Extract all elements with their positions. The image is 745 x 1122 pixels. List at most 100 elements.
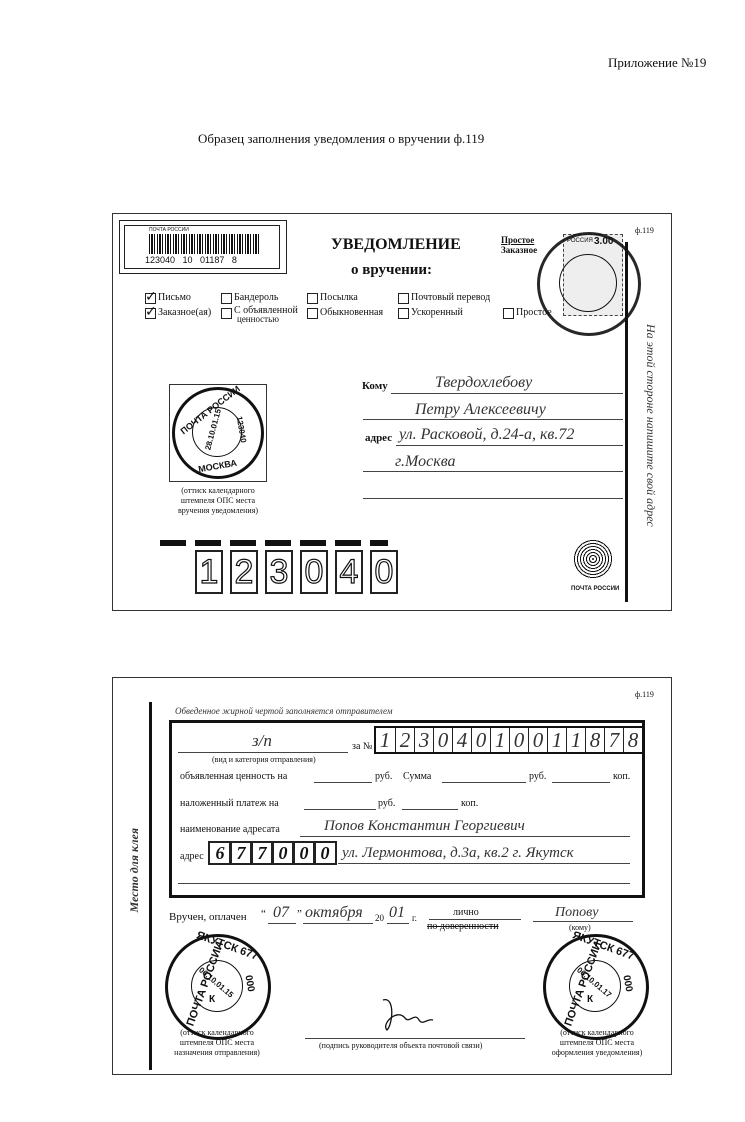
postal-logo-icon — [573, 539, 613, 579]
label-printed-matter: Бандероль — [234, 292, 279, 303]
right-postmark — [543, 934, 649, 1040]
right-caption-1: (оттиск календарного — [560, 1028, 634, 1037]
zip-digit-cell[interactable]: 7 — [229, 841, 253, 865]
front-card: ф.119 ПОЧТА РОССИИ 123040 10 01187 8 УВЕ… — [112, 213, 672, 611]
barcode-frame: ПОЧТА РОССИИ 123040 10 01187 8 — [119, 220, 287, 274]
address-line-2 — [363, 471, 623, 472]
number-digit-cell[interactable]: 8 — [623, 728, 642, 752]
address-value-2[interactable]: г.Москва — [395, 453, 456, 470]
number-digit-cell[interactable]: 0 — [433, 728, 452, 752]
zip-digit-cell[interactable]: 0 — [271, 841, 295, 865]
zip-digit-cell[interactable]: 0 — [313, 841, 337, 865]
label-package: Посылка — [320, 292, 358, 303]
rub-1: руб. — [375, 771, 393, 782]
number-digit-cell[interactable]: 3 — [414, 728, 433, 752]
number-digit-cell[interactable]: 7 — [604, 728, 623, 752]
checkbox-letter[interactable]: ✓ — [145, 289, 157, 305]
number-digit-cell[interactable]: 1 — [490, 728, 509, 752]
zip-digit-cell[interactable]: 0 — [292, 841, 316, 865]
kop-2: коп. — [461, 798, 479, 809]
address-value-1[interactable]: ул. Расковой, д.24-а, кв.72 — [399, 426, 575, 443]
to-value-2[interactable]: Петру Алексеевичу — [415, 401, 546, 418]
sum-line[interactable] — [442, 782, 526, 783]
personally-label: лично — [453, 907, 479, 918]
checkbox-simple[interactable] — [503, 308, 514, 319]
declared-value-line[interactable] — [314, 782, 372, 783]
left-caption-3: назначения отправления) — [174, 1048, 260, 1057]
right-caption-3: оформления уведомления) — [551, 1048, 643, 1057]
check-icon: ✓ — [145, 289, 157, 305]
checkbox-ordinary[interactable] — [307, 308, 318, 319]
to-line-2 — [363, 419, 623, 420]
back-address-value[interactable]: ул. Лермонтова, д.3а, кв.2 г. Якутск — [342, 845, 574, 861]
delivered-label: Вручен, оплачен — [169, 911, 247, 923]
quote-open: “ — [261, 908, 266, 920]
item-kind-value[interactable]: з/п — [252, 731, 272, 750]
to-value-1[interactable]: Твердохлебову — [435, 374, 533, 391]
number-digit-cell[interactable]: 0 — [528, 728, 547, 752]
calendar-stamp — [172, 387, 264, 479]
number-digit-cell[interactable]: 1 — [566, 728, 585, 752]
sender-frame: з/п (вид и категория отправления) за № 1… — [169, 720, 645, 898]
checkbox-declared-value[interactable] — [221, 308, 232, 319]
postmark-front — [537, 232, 641, 336]
checkbox-registered[interactable]: ✓ — [145, 304, 157, 320]
month-line — [303, 923, 373, 924]
postcode-digit-cell: 2 — [230, 550, 258, 594]
zip-digit-cell[interactable]: 7 — [250, 841, 274, 865]
cod-line[interactable] — [304, 809, 376, 810]
kop-line-2[interactable] — [402, 809, 458, 810]
number-digit-cell[interactable]: 0 — [471, 728, 490, 752]
checkbox-money-order[interactable] — [398, 293, 409, 304]
quote-close: ” — [297, 908, 302, 920]
cod-label: наложенный платеж на — [180, 798, 279, 809]
month-value[interactable]: октября — [305, 904, 363, 921]
checkbox-printed-matter[interactable] — [221, 293, 232, 304]
right-stamp-caption: (оттиск календарного штемпеля ОПС места … — [539, 1028, 655, 1058]
simple-label: Простое — [501, 235, 535, 245]
label-declared-value-2: ценностью — [237, 314, 279, 324]
left-postmark — [165, 934, 271, 1040]
number-label: за № — [352, 741, 373, 752]
kop-1: коп. — [613, 771, 631, 782]
signature-line — [305, 1038, 525, 1039]
label-registered: Заказное(ая) — [158, 307, 212, 318]
check-icon: ✓ — [145, 304, 157, 320]
back-side-text: Место для клея — [127, 828, 141, 913]
number-digit-cell[interactable]: 1 — [547, 728, 566, 752]
barcode-inner: ПОЧТА РОССИИ 123040 10 01187 8 — [124, 225, 280, 269]
day-line — [268, 923, 296, 924]
number-digit-cell[interactable]: 2 — [395, 728, 414, 752]
checkbox-package[interactable] — [307, 293, 318, 304]
number-digit-cell[interactable]: 1 — [379, 728, 391, 752]
addressee-line — [300, 836, 630, 837]
number-digit-cell[interactable]: 0 — [509, 728, 528, 752]
addressee-value[interactable]: Попов Константин Георгиевич — [324, 818, 525, 834]
postcode-digit-cell: 1 — [195, 550, 223, 594]
calendar-stamp-box: ПОЧТА РОССИИ 28.10.01.15 123040 МОСКВА — [169, 384, 267, 482]
zip-digit-cell[interactable]: 6 — [208, 841, 232, 865]
number-digit-cell[interactable]: 8 — [585, 728, 604, 752]
to-label: Кому — [362, 380, 388, 392]
address-line-3 — [363, 498, 623, 499]
postcode-bar-6 — [370, 540, 388, 546]
label-expedited: Ускоренный — [411, 307, 463, 318]
postcode-bar-2 — [230, 540, 256, 546]
front-side-text: На этой стороне напишите свой адрес — [644, 324, 658, 527]
recipient-value[interactable]: Попову — [555, 905, 599, 920]
year-value[interactable]: 01 — [389, 904, 405, 921]
number-digit-cell[interactable]: 4 — [452, 728, 471, 752]
rub-3: руб. — [378, 798, 396, 809]
day-value[interactable]: 07 — [273, 904, 289, 921]
left-caption-2: штемпеля ОПС места — [179, 1038, 255, 1047]
sum-label: Сумма — [403, 771, 432, 782]
barcode-header: ПОЧТА РОССИИ — [149, 227, 189, 233]
checkbox-expedited[interactable] — [398, 308, 409, 319]
label-simple: Простое — [516, 307, 552, 318]
heading-notification: УВЕДОМЛЕНИЕ — [331, 236, 461, 253]
left-caption-1: (оттиск календарного — [180, 1028, 254, 1037]
label-letter: Письмо — [158, 292, 191, 303]
kop-line-1[interactable] — [552, 782, 610, 783]
